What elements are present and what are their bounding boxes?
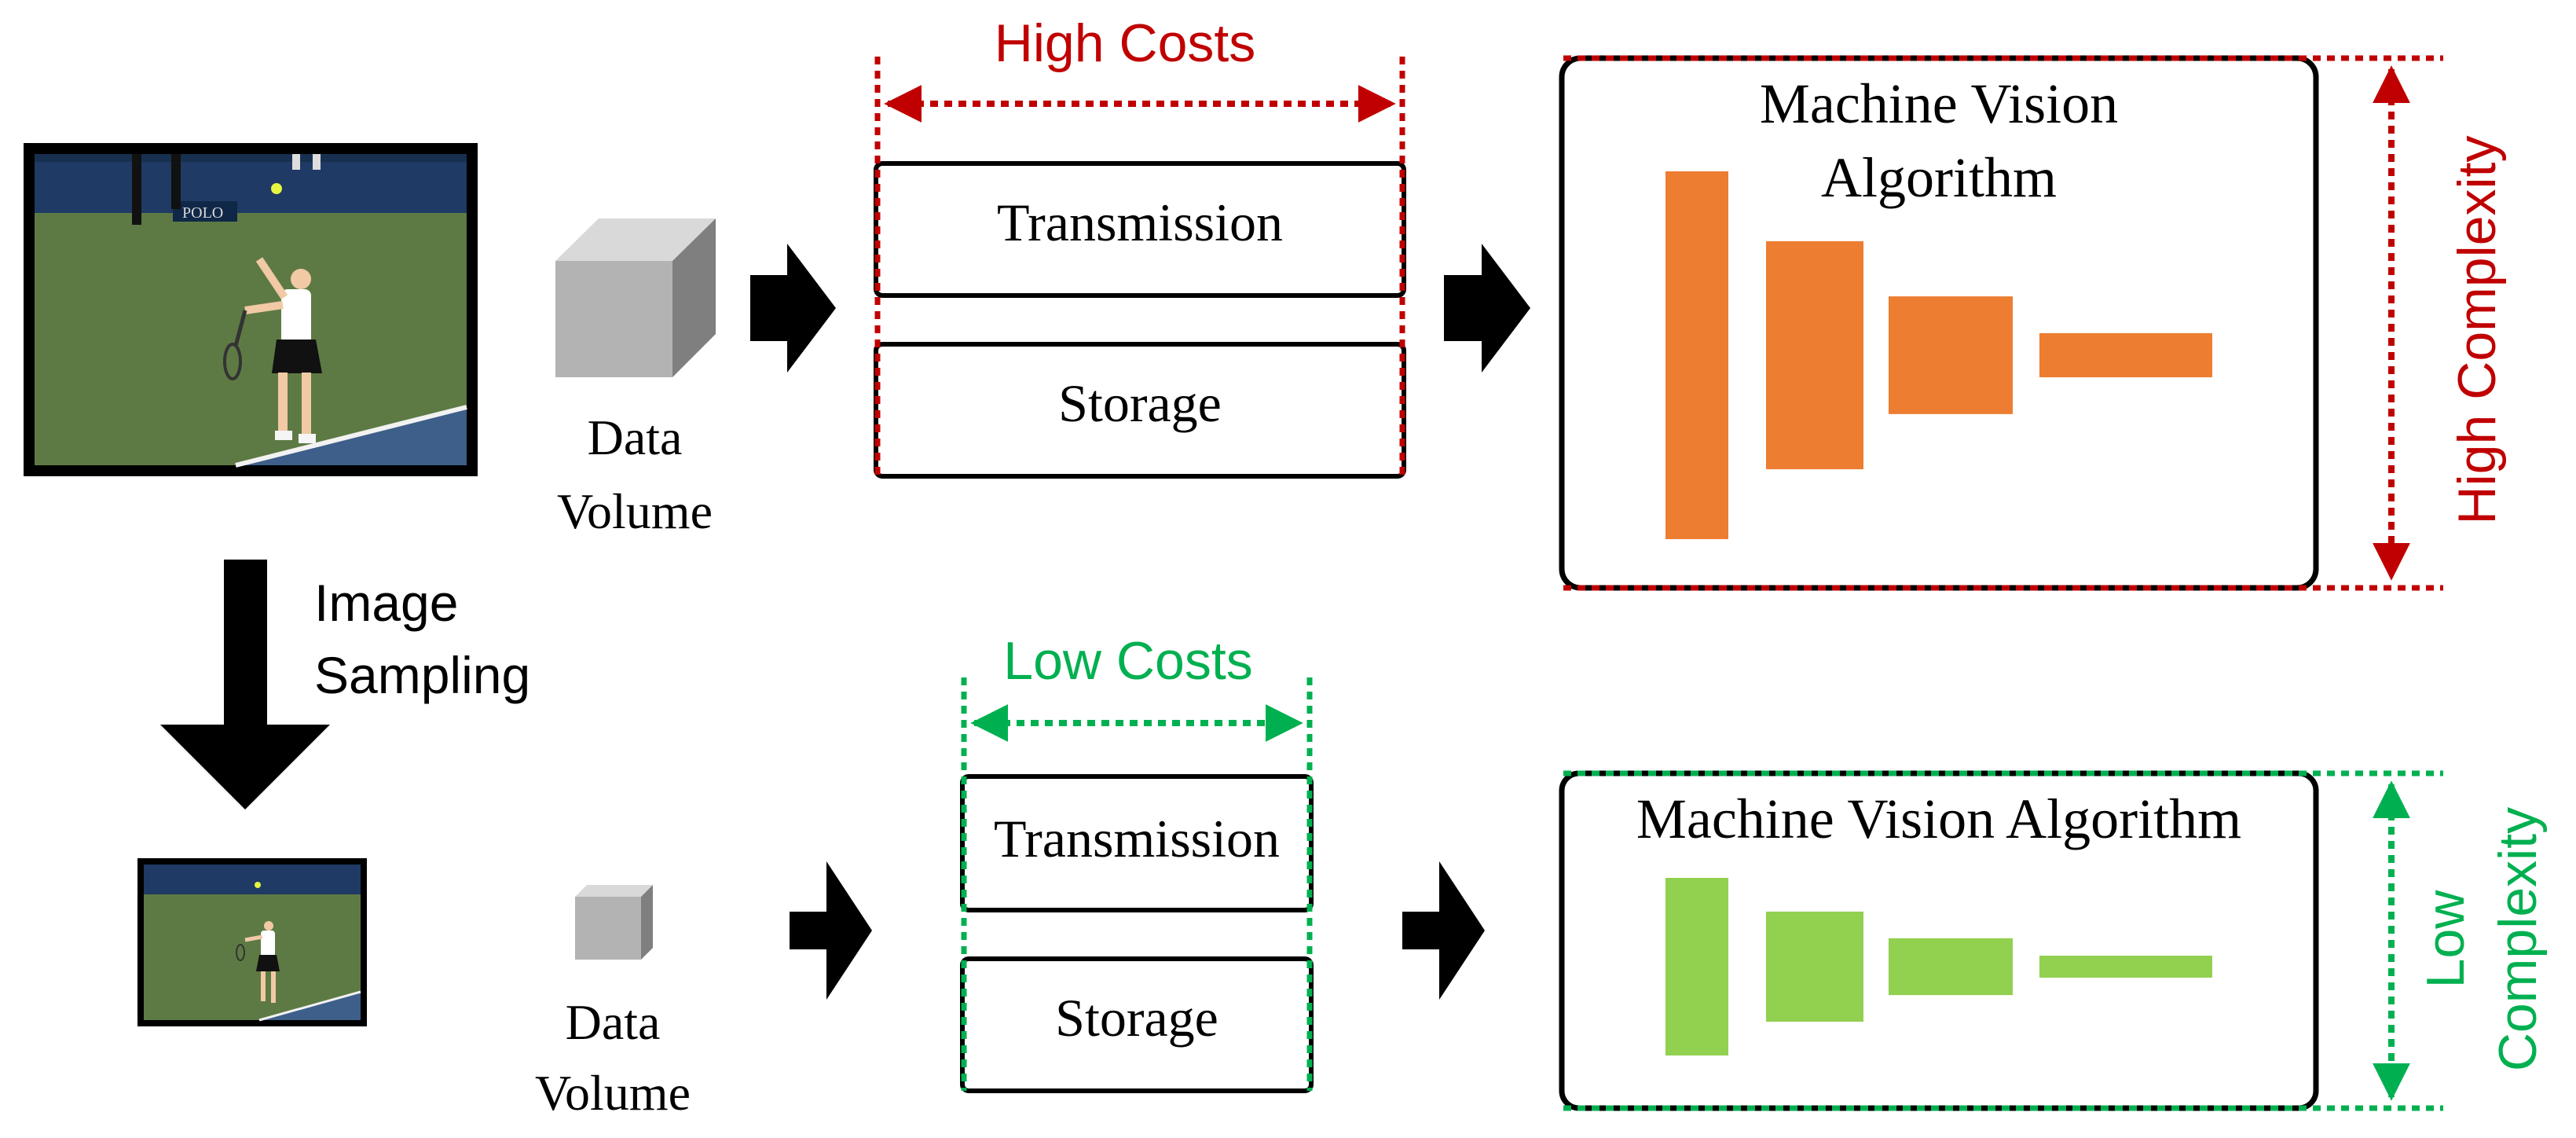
photo-banner-text: POLO <box>182 204 223 222</box>
bottom-data-volume-line2: Volume <box>535 1065 691 1121</box>
top-cost-group: Transmission Storage High Costs <box>874 13 1406 479</box>
bottom-cost-group: Transmission Storage Low Costs <box>960 631 1314 1093</box>
top-algorithm-label-line2: Algorithm <box>1821 146 2057 209</box>
top-layer-2 <box>1766 240 1863 470</box>
top-layer-4 <box>2039 332 2212 378</box>
image-sampling-label-line2: Sampling <box>314 646 530 704</box>
top-layer-1 <box>1665 171 1728 539</box>
bottom-transmission-label: Transmission <box>994 809 1280 868</box>
top-flow-arrow-1 <box>750 244 836 373</box>
top-storage-label: Storage <box>1058 373 1222 433</box>
bottom-storage-label: Storage <box>1055 988 1218 1048</box>
image-sampling-down-arrow <box>160 560 330 809</box>
bottom-data-volume-line1: Data <box>566 994 661 1050</box>
bottom-algorithm-label: Machine Vision Algorithm <box>1636 787 2241 850</box>
top-transmission-label: Transmission <box>997 193 1283 252</box>
top-algorithm-label-line1: Machine Vision <box>1760 72 2118 135</box>
top-data-volume-line1: Data <box>588 409 683 465</box>
small-photo <box>137 858 367 1026</box>
bottom-layer-4 <box>2039 956 2212 978</box>
bottom-layer-1 <box>1665 878 1728 1055</box>
bottom-network-layers <box>1665 878 2212 1055</box>
top-data-volume-line2: Volume <box>557 483 713 539</box>
large-photo: POLO <box>24 143 478 476</box>
top-flow-arrow-2 <box>1444 244 1530 373</box>
large-data-cube-icon <box>555 218 716 377</box>
bottom-complexity-label-line2: Complexity <box>2488 807 2548 1071</box>
top-network-layers <box>1665 171 2212 539</box>
tennis-player-figure <box>223 183 322 443</box>
small-data-cube-icon <box>575 885 653 960</box>
top-algorithm-group: Machine Vision Algorithm High Complexity <box>1559 55 2507 591</box>
bottom-layer-2 <box>1766 911 1863 1022</box>
bottom-layer-3 <box>1889 938 2013 996</box>
image-sampling-label-line1: Image <box>314 574 458 632</box>
bottom-algorithm-group: Machine Vision Algorithm Low Complexity <box>1559 770 2548 1111</box>
top-complexity-label: High Complexity <box>2447 135 2507 524</box>
bottom-costs-label: Low Costs <box>1003 631 1252 691</box>
bottom-flow-arrow-2 <box>1402 861 1485 1000</box>
top-costs-label: High Costs <box>995 13 1256 73</box>
bottom-transmission-box <box>960 774 1314 912</box>
bottom-flow-arrow-1 <box>790 861 872 1000</box>
bottom-complexity-label-line1: Low <box>2416 890 2475 989</box>
top-layer-3 <box>1889 296 2013 414</box>
